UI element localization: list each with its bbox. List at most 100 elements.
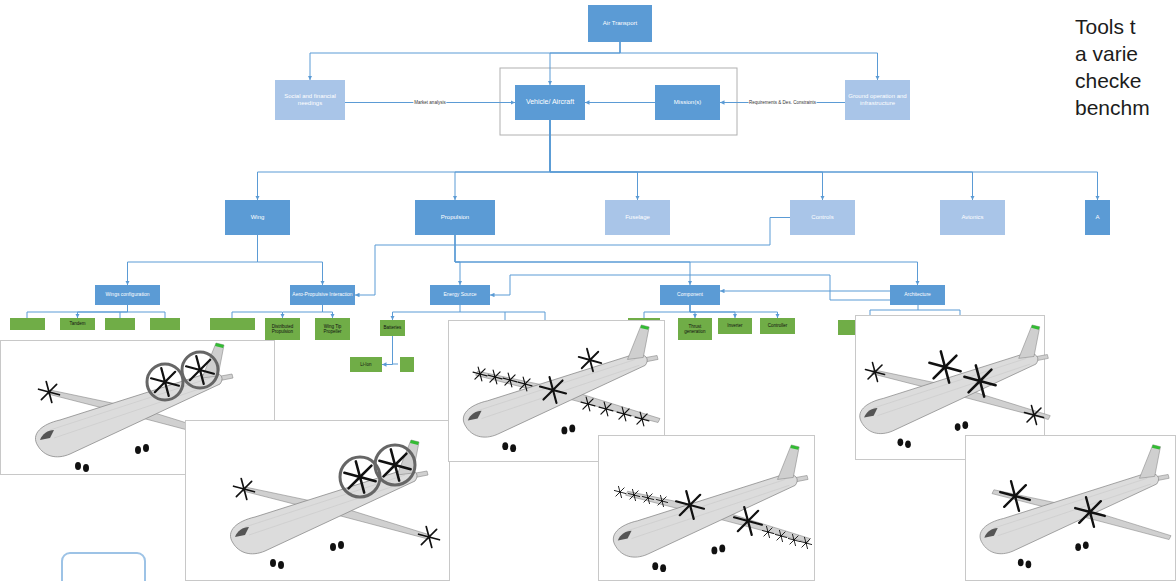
box-label: Fuselage	[625, 214, 650, 221]
connector-arrow	[720, 291, 890, 292]
connector-arrow	[690, 305, 778, 318]
connector-arrow	[550, 120, 823, 200]
box-label: Ground operation and infrastructure	[847, 93, 908, 107]
box-label: Wings configuration	[106, 292, 150, 298]
connector-arrow	[550, 120, 638, 200]
process-box: Social and financial needings	[275, 80, 345, 120]
leaf-box: Li-Ion	[350, 357, 382, 372]
leaf-box: Distributed Propulsion	[265, 318, 300, 340]
process-box: Propulsion	[415, 200, 495, 235]
box-label: Controls	[811, 214, 833, 221]
connector-arrow	[258, 120, 551, 200]
propeller	[628, 489, 639, 500]
note-text: benchm	[1075, 95, 1150, 120]
connector-arrow	[620, 42, 878, 80]
propeller	[599, 402, 613, 416]
connector-arrow	[585, 102, 655, 103]
propeller	[800, 537, 811, 548]
process-box: Aero-Propulsive Interaction	[290, 285, 355, 305]
box-label: Vehicle/ Aircraft	[526, 98, 574, 106]
leaf-box: Controller	[760, 318, 795, 334]
panel-frame	[186, 421, 450, 581]
propeller	[635, 412, 649, 426]
aircraft-panel	[186, 421, 450, 581]
process-box: Ground operation and infrastructure	[845, 80, 910, 120]
box-label: Component	[677, 292, 703, 298]
edge-label: Market analysis	[413, 100, 446, 105]
leaf-box	[210, 318, 255, 330]
box-label: Propulsion	[441, 214, 469, 221]
connector-arrow	[382, 336, 393, 365]
propeller	[234, 479, 255, 500]
box-label: Social and financial needings	[277, 93, 343, 107]
box-label: Controller	[768, 323, 788, 328]
propeller	[186, 356, 214, 384]
propeller	[518, 377, 532, 391]
connector-arrow	[550, 42, 620, 85]
box-label: Wing Tip Propeller	[317, 324, 348, 334]
leaf-box: Thrust generation	[678, 318, 712, 340]
process-box: Energy Source	[430, 285, 490, 305]
process-box: Architecture	[890, 285, 945, 305]
propeller	[473, 367, 487, 381]
leaf-box: Batteries	[380, 320, 405, 336]
aircraft-panel	[599, 436, 815, 581]
propeller	[929, 351, 960, 382]
leaf-box	[150, 318, 180, 330]
box-label: Avionics	[961, 214, 983, 221]
process-box: Avionics	[940, 200, 1005, 235]
propeller	[614, 486, 625, 497]
leaf-box	[105, 318, 135, 330]
aircraft-figure	[613, 445, 810, 572]
propeller	[642, 492, 653, 503]
connector-arrow	[455, 120, 550, 200]
box-label: Li-Ion	[360, 362, 371, 367]
connector-arrow	[455, 235, 460, 285]
leaf-box: Wing Tip Propeller	[315, 318, 350, 340]
propeller	[762, 526, 773, 537]
leaf-box	[400, 357, 414, 372]
duct-ring	[147, 364, 183, 400]
propeller	[503, 373, 517, 387]
propeller	[579, 349, 602, 372]
note-text: checke	[1075, 68, 1142, 93]
process-box: Fuselage	[605, 200, 670, 235]
box-label: Batteries	[384, 325, 402, 330]
process-box: Wing	[225, 200, 290, 235]
aircraft-panel	[966, 436, 1176, 581]
leaf-box	[10, 318, 45, 330]
box-label: Distributed Propulsion	[267, 324, 298, 334]
propeller	[488, 370, 502, 384]
box-label: Thrust generation	[680, 324, 710, 334]
propeller	[964, 365, 995, 396]
propeller	[379, 449, 410, 480]
note-text: Tools t	[1075, 14, 1136, 39]
propeller	[865, 362, 884, 381]
propeller	[1075, 497, 1105, 527]
panel-frame	[599, 436, 815, 581]
process-box: Wings configuration	[95, 285, 160, 305]
propeller	[775, 530, 786, 541]
box-label: Wing	[251, 214, 265, 221]
propeller	[1024, 405, 1043, 424]
duct-ring	[375, 445, 415, 485]
propeller	[656, 495, 667, 506]
propeller	[788, 534, 799, 545]
propeller	[419, 527, 440, 548]
propeller	[39, 382, 60, 403]
process-box: Mission(s)	[655, 85, 720, 120]
box-label: Architecture	[904, 292, 931, 298]
note-text: a varie	[1075, 41, 1138, 66]
aircraft-figure	[230, 440, 430, 569]
edge-label: Requirements & Des. Constraints	[748, 100, 817, 105]
propeller	[151, 368, 179, 396]
box-label: Tandem	[69, 321, 85, 326]
connector-arrow	[455, 235, 690, 285]
propeller	[676, 491, 704, 519]
connector-arrow	[78, 305, 128, 318]
propeller	[1000, 481, 1030, 511]
propeller	[581, 397, 595, 411]
